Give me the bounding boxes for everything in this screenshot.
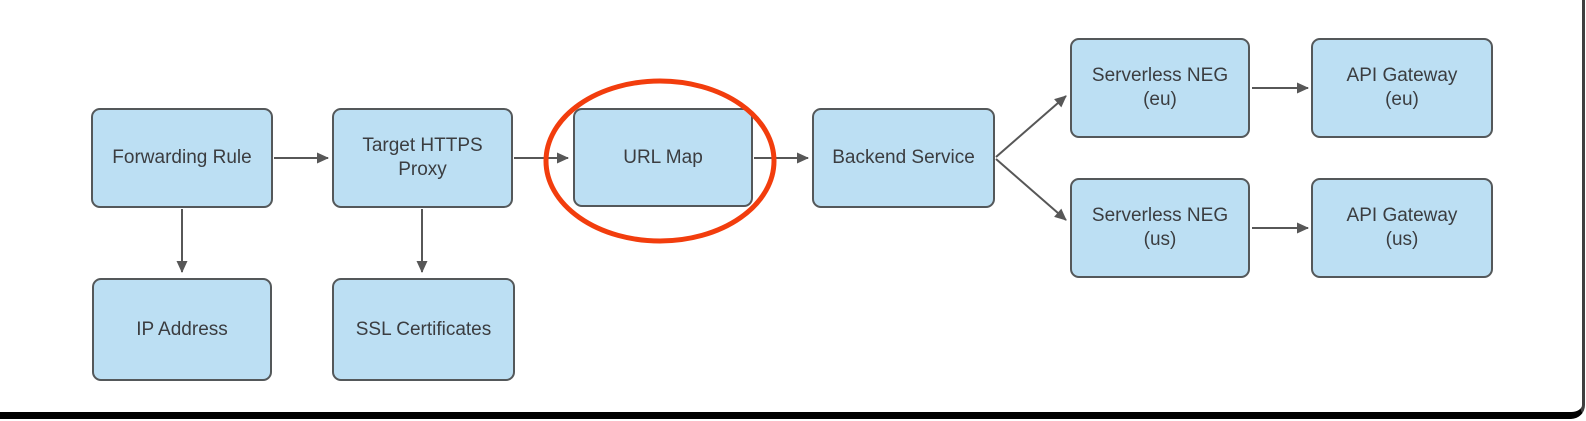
node-label-ssl-certificates: SSL Certificates: [355, 318, 492, 340]
node-label-backend-service: Backend Service: [832, 147, 975, 169]
node-api-gateway-us: API Gateway (us): [1311, 178, 1493, 278]
edge-backend-service-to-serverless-neg-us: [995, 158, 1067, 221]
node-label-api-gateway-eu: API Gateway (eu): [1346, 65, 1458, 110]
edge-backend-service-to-serverless-neg-eu: [995, 95, 1067, 158]
node-serverless-neg-us: Serverless NEG (us): [1070, 178, 1250, 278]
node-target-https-proxy: Target HTTPS Proxy: [332, 108, 513, 208]
node-serverless-neg-eu: Serverless NEG (eu): [1070, 38, 1250, 138]
node-url-map: URL Map: [573, 108, 753, 207]
node-forwarding-rule: Forwarding Rule: [91, 108, 273, 208]
node-backend-service: Backend Service: [812, 108, 995, 208]
node-label-ip-address: IP Address: [136, 318, 228, 340]
node-label-api-gateway-us: API Gateway (us): [1346, 205, 1458, 250]
node-label-url-map: URL Map: [623, 146, 703, 168]
node-label-forwarding-rule: Forwarding Rule: [112, 147, 252, 169]
node-label-target-https-proxy: Target HTTPS Proxy: [362, 135, 483, 180]
node-ssl-certificates: SSL Certificates: [332, 278, 515, 381]
node-api-gateway-eu: API Gateway (eu): [1311, 38, 1493, 138]
node-label-serverless-neg-eu: Serverless NEG (eu): [1091, 65, 1229, 110]
node-label-serverless-neg-us: Serverless NEG (us): [1091, 205, 1229, 250]
node-ip-address: IP Address: [92, 278, 272, 381]
